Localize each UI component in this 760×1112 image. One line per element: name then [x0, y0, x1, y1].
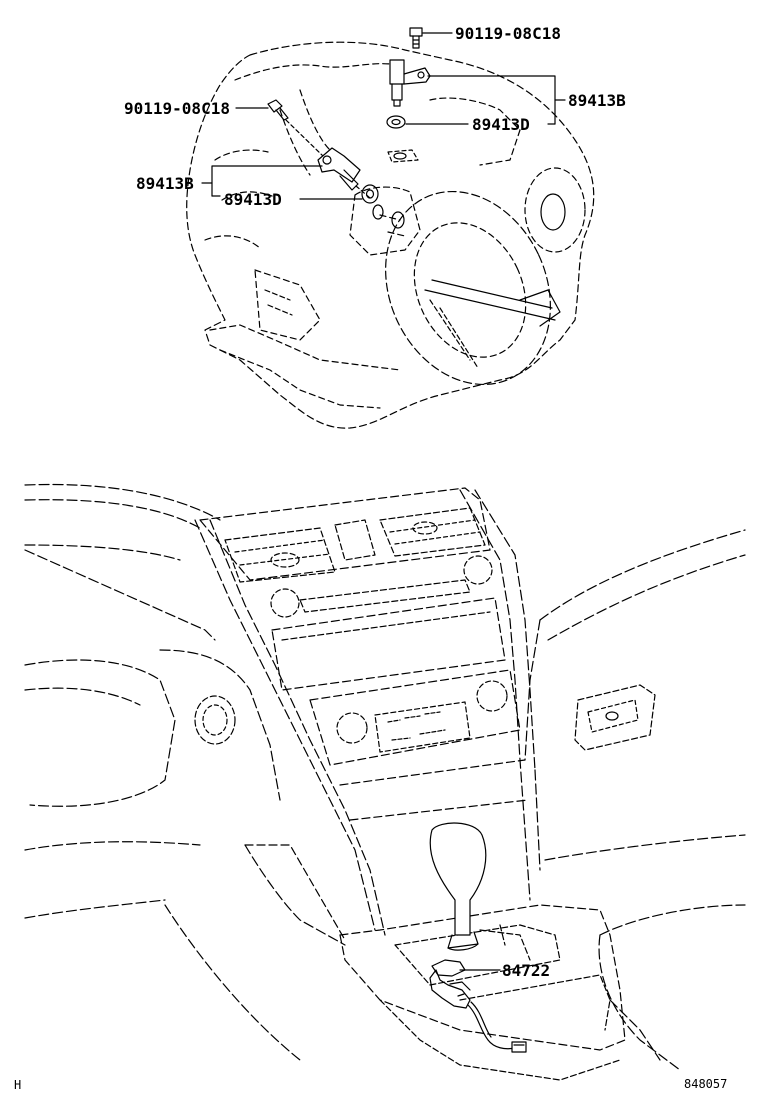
label-o-ring-left: 89413D [224, 190, 282, 209]
corner-code: H [14, 1078, 22, 1092]
label-bolt-upper: 90119-08C18 [455, 24, 561, 43]
bracket-sensor-upper [428, 76, 555, 124]
bracket-sensor-left [212, 166, 322, 196]
label-speed-sensor-left: 89413B [136, 174, 194, 193]
label-o-ring-upper: 89413D [472, 115, 530, 134]
cabin-interior-illustration [25, 484, 745, 1080]
bolt-left-icon [268, 100, 288, 120]
transmission-illustration [187, 42, 594, 428]
speed-sensor-upper-icon [390, 60, 430, 106]
label-shift-switch: 84722 [502, 961, 551, 980]
speed-sensor-left-icon [318, 148, 360, 190]
shift-switch-icon [430, 960, 526, 1052]
o-ring-upper-icon [387, 116, 405, 128]
o-ring-left-icon [362, 185, 378, 203]
label-bolt-left: 90119-08C18 [124, 99, 230, 118]
drawing-number: 848057 [684, 1077, 728, 1091]
bolt-upper-icon [410, 28, 422, 48]
label-speed-sensor-upper: 89413B [568, 91, 626, 110]
